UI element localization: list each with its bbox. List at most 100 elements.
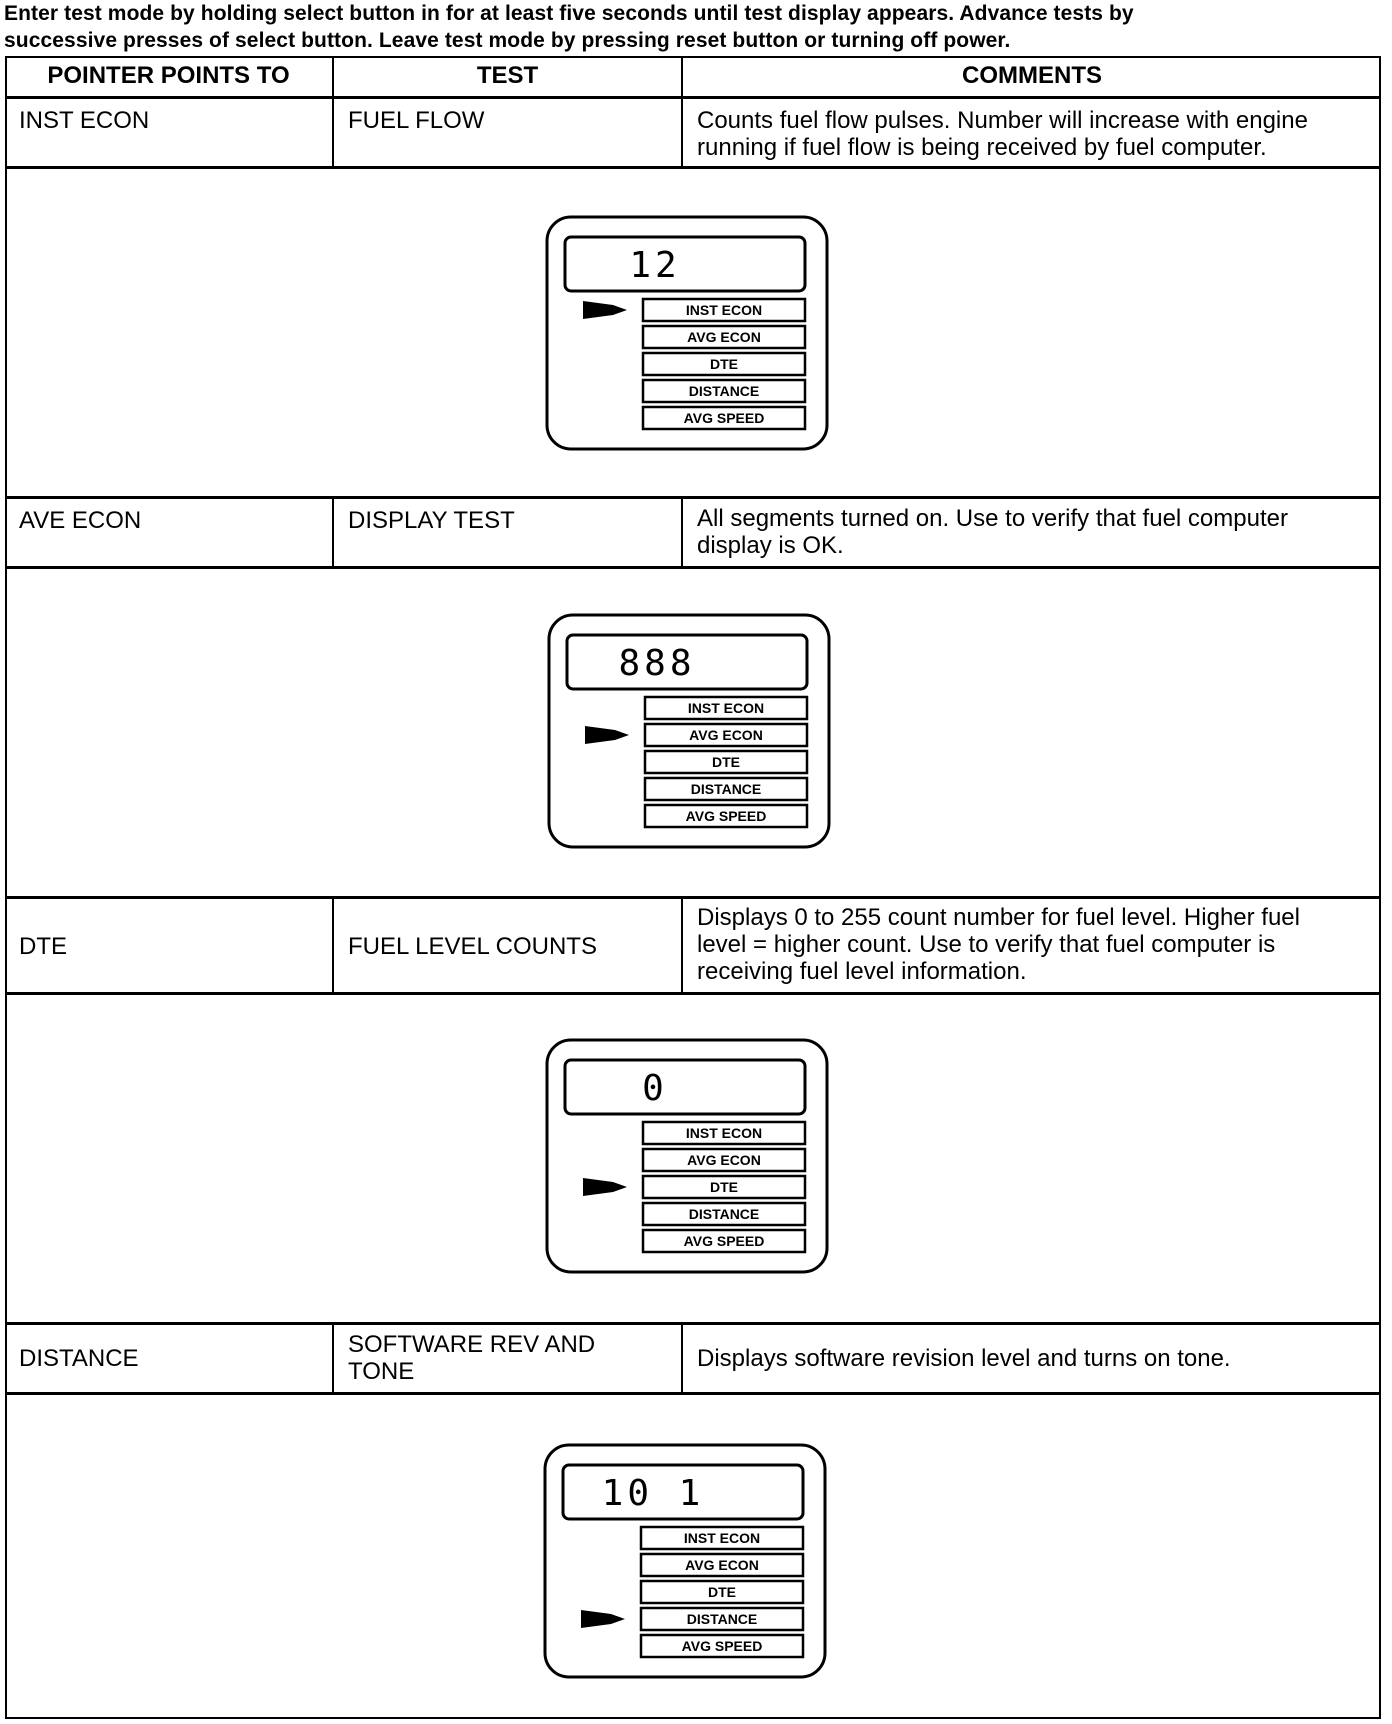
- mode-label-box: [641, 1147, 807, 1173]
- mode-label: AVG ECON: [687, 1152, 761, 1168]
- diagram-row: 10 1 INST ECON AVG ECON DTE DISTANCE AVG SPEE…: [5, 1395, 1381, 1719]
- mode-label-box: [643, 776, 809, 802]
- mode-label-box: [641, 1228, 807, 1254]
- mode-label: DTE: [708, 1584, 736, 1600]
- instructions: Enter test mode by holding select button…: [4, 0, 1388, 54]
- row-comments: All segments turned on. Use to verify th…: [683, 499, 1381, 566]
- pointer-arrow-icon: [581, 1610, 625, 1628]
- instructions-line-1: Enter test mode by holding select button…: [4, 2, 1134, 25]
- row-comment-line: display is OK.: [697, 532, 844, 559]
- lcd-readout: 10 1: [602, 1473, 705, 1514]
- row-test: SOFTWARE REV AND TONE: [334, 1325, 683, 1392]
- mode-label: DTE: [710, 356, 738, 372]
- row-comments: Counts fuel flow pulses. Number will inc…: [683, 99, 1381, 166]
- table-header: POINTER POINTS TO TEST COMMENTS: [5, 56, 1381, 99]
- mode-label: INST ECON: [686, 1125, 762, 1141]
- mode-label: AVG SPEED: [686, 808, 767, 824]
- mode-label: DISTANCE: [689, 1206, 760, 1222]
- table-row: DTE FUEL LEVEL COUNTS Displays 0 to 255 …: [5, 899, 1381, 995]
- lcd-readout: 0: [642, 1068, 668, 1109]
- row-pointer: DISTANCE: [5, 1325, 334, 1392]
- mode-label: DISTANCE: [687, 1611, 758, 1627]
- lcd-window: [565, 633, 809, 691]
- mode-label: AVG ECON: [685, 1557, 759, 1573]
- mode-label: DISTANCE: [691, 781, 762, 797]
- lcd-readout: 888: [618, 643, 695, 684]
- mode-label: AVG SPEED: [684, 1233, 765, 1249]
- mode-label-box: [641, 1120, 807, 1146]
- mode-label: AVG SPEED: [682, 1638, 763, 1654]
- display-diagram: 10 1 INST ECON AVG ECON DTE DISTANCE AVG SPEE…: [543, 1443, 827, 1684]
- mode-label-box: [641, 1201, 807, 1227]
- row-test: FUEL FLOW: [334, 99, 683, 166]
- table-row: DISTANCE SOFTWARE REV AND TONE Displays …: [5, 1325, 1381, 1395]
- mode-label-box: [643, 749, 809, 775]
- row-comment-line: Displays 0 to 255 count number for fuel …: [697, 904, 1300, 931]
- header-test: TEST: [334, 56, 683, 96]
- row-comment-line: All segments turned on. Use to verify th…: [697, 505, 1288, 532]
- row-comments: Displays 0 to 255 count number for fuel …: [683, 899, 1381, 992]
- row-pointer: AVE ECON: [5, 499, 334, 566]
- mode-label: AVG ECON: [687, 329, 761, 345]
- mode-label-box: [639, 1525, 805, 1551]
- row-test-line: FUEL FLOW: [348, 107, 485, 134]
- row-test: FUEL LEVEL COUNTS: [334, 899, 683, 992]
- mode-label-box: [643, 722, 809, 748]
- header-comments: COMMENTS: [962, 62, 1102, 89]
- mode-label: AVG ECON: [689, 727, 763, 743]
- mode-label-box: [641, 351, 807, 377]
- mode-label: DISTANCE: [689, 383, 760, 399]
- header-pointer: POINTER POINTS TO: [5, 56, 334, 96]
- pointer-arrow-icon: [583, 1178, 627, 1196]
- mode-label-box: [641, 1174, 807, 1200]
- row-test-line: SOFTWARE REV AND: [348, 1331, 596, 1358]
- mode-label-box: [641, 405, 807, 431]
- mode-label: INST ECON: [686, 302, 762, 318]
- row-comment-line: Displays software revision level and tur…: [697, 1345, 1231, 1372]
- fuel-computer-display: 10 1 INST ECON AVG ECON DTE DISTANCE AVG SPEE…: [543, 1443, 827, 1679]
- row-pointer: DTE: [5, 899, 334, 992]
- mode-label: INST ECON: [688, 700, 764, 716]
- row-comment-line: receiving fuel level information.: [697, 958, 1027, 985]
- row-comment-line: Counts fuel flow pulses. Number will inc…: [697, 107, 1308, 134]
- pointer-arrow-icon: [585, 726, 629, 744]
- mode-label-box: [639, 1606, 805, 1632]
- mode-label: DTE: [712, 754, 740, 770]
- row-comments: Displays software revision level and tur…: [683, 1325, 1381, 1392]
- row-comment-line: level = higher count. Use to verify that…: [697, 931, 1276, 958]
- mode-label-box: [643, 803, 809, 829]
- mode-label-box: [641, 378, 807, 404]
- mode-label: DTE: [710, 1179, 738, 1195]
- lcd-window: [561, 1463, 805, 1521]
- mode-label-box: [639, 1579, 805, 1605]
- test-table: [5, 56, 1381, 1719]
- mode-label-box: [643, 695, 809, 721]
- mode-label: AVG SPEED: [684, 410, 765, 426]
- row-test-line: DISPLAY TEST: [348, 507, 515, 534]
- row-pointer: INST ECON: [5, 99, 334, 166]
- lcd-window: [563, 1058, 807, 1116]
- instructions-line-2: successive presses of select button. Lea…: [4, 29, 1011, 52]
- table-row: INST ECON FUEL FLOW Counts fuel flow pul…: [5, 99, 1381, 169]
- mode-label-box: [639, 1633, 805, 1659]
- row-test-line: FUEL LEVEL COUNTS: [348, 933, 597, 960]
- pointer-arrow-icon: [583, 301, 627, 319]
- row-test: DISPLAY TEST: [334, 499, 683, 566]
- table-row: AVE ECON DISPLAY TEST All segments turne…: [5, 499, 1381, 569]
- mode-label: INST ECON: [684, 1530, 760, 1546]
- lcd-window: [563, 235, 807, 293]
- mode-label-box: [641, 324, 807, 350]
- row-comment-line: running if fuel flow is being received b…: [697, 134, 1267, 161]
- mode-label-box: [639, 1552, 805, 1578]
- lcd-readout: 12: [629, 245, 680, 286]
- row-test-line: TONE: [348, 1358, 415, 1385]
